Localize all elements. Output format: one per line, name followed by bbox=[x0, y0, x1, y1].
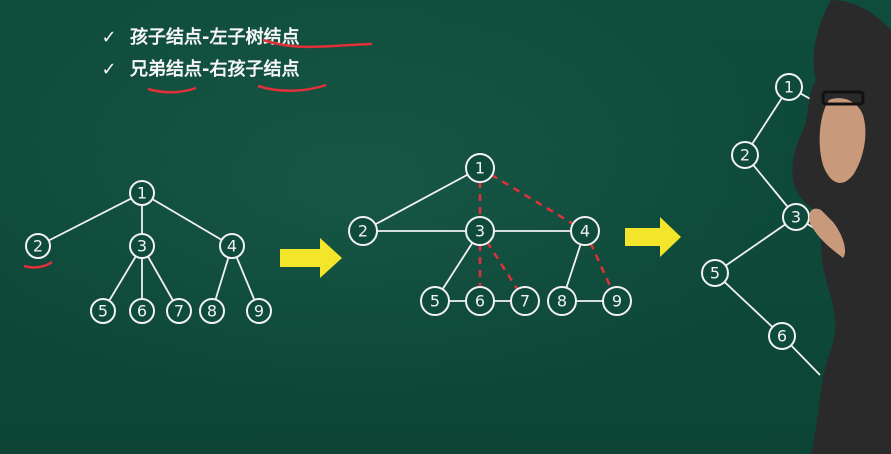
node-label: 1 bbox=[784, 78, 794, 97]
checkmark-icon: ✓ bbox=[101, 59, 117, 80]
node-circle bbox=[510, 286, 540, 316]
node-label: 1 bbox=[137, 184, 147, 203]
node-circle bbox=[246, 298, 272, 324]
node-label: 2 bbox=[33, 237, 43, 256]
tree-edge bbox=[141, 192, 233, 247]
node-label: 9 bbox=[254, 302, 264, 321]
node-label: 8 bbox=[557, 292, 567, 311]
tree-node: 2 bbox=[731, 141, 759, 169]
node-circle bbox=[348, 216, 378, 246]
checkmark-icon: ✓ bbox=[101, 27, 117, 48]
tree-node: 2 bbox=[348, 216, 378, 246]
tree-node: 7 bbox=[510, 286, 540, 316]
bullet-text: 兄弟结点-右孩子结点 bbox=[130, 59, 300, 80]
node-label: 7 bbox=[174, 302, 184, 321]
tree-edge bbox=[714, 216, 797, 274]
tree-node: 3 bbox=[465, 216, 495, 246]
node-circle bbox=[166, 298, 192, 324]
node-circle bbox=[465, 216, 495, 246]
node-circle bbox=[547, 286, 577, 316]
presenter-figure bbox=[792, 0, 891, 454]
tree-node: 6 bbox=[129, 298, 155, 324]
tree-node: 5 bbox=[90, 298, 116, 324]
underline-mark bbox=[23, 260, 53, 269]
node-label: 3 bbox=[137, 237, 147, 256]
node-circle bbox=[465, 286, 495, 316]
bullet-text: 孩子结点-左子树结点 bbox=[130, 27, 300, 48]
tree-node: 5 bbox=[420, 286, 450, 316]
bullet-item: ✓ 兄弟结点-右孩子结点 bbox=[100, 54, 299, 86]
bullet-item: ✓ 孩子结点-左子树结点 bbox=[100, 22, 299, 54]
node-label: 8 bbox=[207, 302, 217, 321]
node-label: 3 bbox=[475, 222, 485, 241]
node-label: 4 bbox=[227, 237, 237, 256]
node-circle bbox=[782, 203, 810, 231]
tree-node: 3 bbox=[782, 203, 810, 231]
arrow-icon bbox=[625, 217, 681, 257]
tree-node: 6 bbox=[465, 286, 495, 316]
node-circle bbox=[420, 286, 450, 316]
underline-mark bbox=[262, 38, 373, 49]
tree-node: 9 bbox=[246, 298, 272, 324]
node-circle bbox=[775, 73, 803, 101]
bullet-list: ✓ 孩子结点-左子树结点 ✓ 兄弟结点-右孩子结点 bbox=[100, 22, 299, 86]
node-label: 2 bbox=[740, 146, 750, 165]
node-label: 2 bbox=[358, 222, 368, 241]
tree-edge bbox=[714, 272, 783, 337]
node-label: 5 bbox=[98, 302, 108, 321]
node-circle bbox=[701, 259, 729, 287]
node-label: 5 bbox=[710, 264, 720, 283]
node-label: 6 bbox=[777, 327, 787, 346]
node-label: 3 bbox=[791, 208, 801, 227]
tree-node: 2 bbox=[25, 233, 51, 259]
node-label: 6 bbox=[475, 292, 485, 311]
tree-node: 8 bbox=[199, 298, 225, 324]
tree-edge bbox=[362, 167, 481, 232]
node-circle bbox=[90, 298, 116, 324]
tree-node: 5 bbox=[701, 259, 729, 287]
node-circle bbox=[602, 286, 632, 316]
node-circle bbox=[199, 298, 225, 324]
node-circle bbox=[129, 233, 155, 259]
tree-node: 1 bbox=[129, 180, 155, 206]
node-circle bbox=[219, 233, 245, 259]
tree-node: 8 bbox=[547, 286, 577, 316]
node-circle bbox=[129, 298, 155, 324]
node-label: 7 bbox=[520, 292, 530, 311]
tree-node: 1 bbox=[465, 153, 495, 183]
tree-edge-dashed bbox=[479, 166, 586, 233]
node-label: 1 bbox=[475, 159, 485, 178]
tree-node: 4 bbox=[219, 233, 245, 259]
node-circle bbox=[465, 153, 495, 183]
tree-node: 1 bbox=[775, 73, 803, 101]
node-label: 6 bbox=[137, 302, 147, 321]
tree-edge bbox=[37, 192, 143, 247]
node-label: 9 bbox=[612, 292, 622, 311]
tree-node: 6 bbox=[768, 322, 796, 350]
arrow-icon bbox=[280, 238, 342, 278]
node-circle bbox=[570, 216, 600, 246]
node-circle bbox=[731, 141, 759, 169]
tree-node: 9 bbox=[602, 286, 632, 316]
node-circle bbox=[129, 180, 155, 206]
node-label: 5 bbox=[430, 292, 440, 311]
node-circle bbox=[25, 233, 51, 259]
tree-node: 4 bbox=[570, 216, 600, 246]
underline-mark bbox=[257, 83, 327, 93]
node-label: 4 bbox=[580, 222, 590, 241]
tree-node: 7 bbox=[166, 298, 192, 324]
underline-mark bbox=[147, 86, 197, 94]
node-circle bbox=[768, 322, 796, 350]
tree-node: 3 bbox=[129, 233, 155, 259]
